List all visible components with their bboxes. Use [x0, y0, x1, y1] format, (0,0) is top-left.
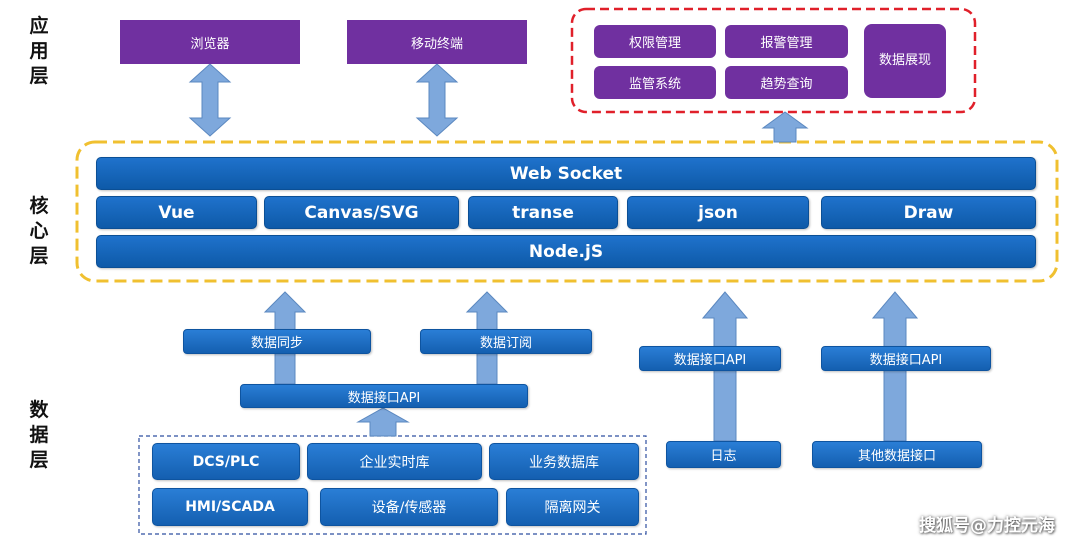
hmi-scada-box: HMI/SCADA: [152, 488, 308, 526]
transe-box: transe: [468, 196, 618, 229]
data-api-other-box: 数据接口API: [821, 346, 991, 371]
device-sensor-box: 设备/传感器: [320, 488, 498, 526]
mobile-terminal-box: 移动终端: [347, 20, 527, 64]
layer-label-core: 核心层: [29, 195, 49, 267]
trend-query-box: 趋势查询: [725, 66, 848, 99]
permission-management-box: 权限管理: [594, 25, 716, 58]
data-sync-box: 数据同步: [183, 329, 371, 354]
websocket-bar: Web Socket: [96, 157, 1036, 190]
other-data-interface-box: 其他数据接口: [812, 441, 982, 468]
supervision-system-box: 监管系统: [594, 66, 716, 99]
layer-label-data: 数据层: [29, 399, 49, 471]
layer-label-application: 应用层: [29, 15, 49, 87]
draw-box: Draw: [821, 196, 1036, 229]
vue-box: Vue: [96, 196, 257, 229]
isolation-gateway-box: 隔离网关: [506, 488, 639, 526]
watermark-text: 搜狐号@力控元海: [919, 516, 1055, 536]
app-group-frame: [570, 7, 977, 114]
sources-up-arrow: [356, 407, 410, 437]
data-display-box: 数据展现: [864, 24, 946, 98]
mobile-double-arrow: [415, 63, 459, 137]
json-box: json: [627, 196, 809, 229]
core-layer-frame: [75, 140, 1059, 283]
core-to-app-arrow: [761, 111, 809, 143]
business-db-box: 业务数据库: [489, 443, 639, 480]
browser-box: 浏览器: [120, 20, 300, 64]
nodejs-bar: Node.jS: [96, 235, 1036, 268]
enterprise-realtime-db-box: 企业实时库: [307, 443, 482, 480]
canvas-svg-box: Canvas/SVG: [264, 196, 459, 229]
dcs-plc-box: DCS/PLC: [152, 443, 300, 480]
browser-double-arrow: [188, 63, 232, 137]
data-api-main-box: 数据接口API: [240, 384, 528, 408]
data-api-log-box: 数据接口API: [639, 346, 781, 371]
log-box: 日志: [666, 441, 781, 468]
data-subscribe-box: 数据订阅: [420, 329, 592, 354]
alarm-management-box: 报警管理: [725, 25, 848, 58]
